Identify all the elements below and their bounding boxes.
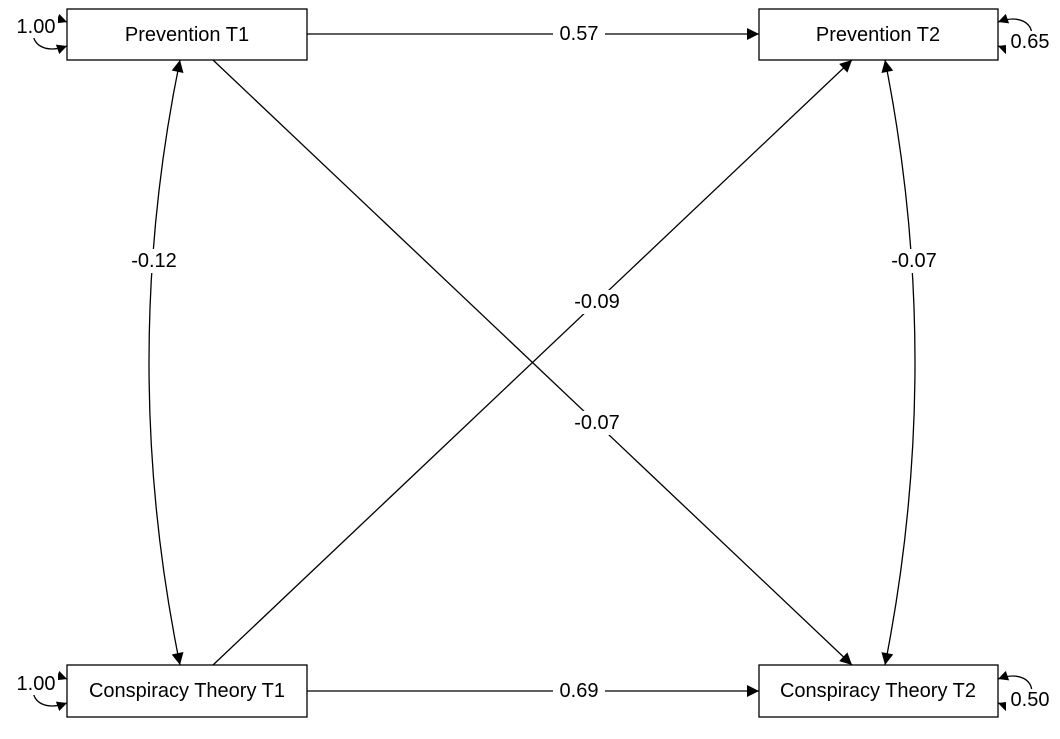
coefficient-prevention-t1-to-conspiracy-t2: -0.07	[574, 412, 620, 434]
coefficient-prevention-t1-to-t2: 0.57	[560, 23, 599, 45]
path-arrow-conspiracy-t1-to-prevention-t2	[212, 59, 853, 666]
node-conspiracy-t2: Conspiracy Theory T2	[758, 664, 999, 718]
node-label: Conspiracy Theory T1	[89, 680, 285, 702]
node-conspiracy-t1: Conspiracy Theory T1	[66, 664, 308, 718]
variance-label-conspiracy-t1: 1.00	[17, 673, 56, 695]
node-label: Prevention T2	[816, 24, 940, 46]
node-prevention-t1: Prevention T1	[66, 8, 308, 61]
variance-label-prevention-t1: 1.00	[17, 16, 56, 38]
variance-label-conspiracy-t2: 0.50	[1011, 689, 1050, 711]
variance-label-prevention-t2: 0.65	[1011, 31, 1050, 53]
covariance-arrow-t2	[881, 59, 916, 666]
coefficient-conspiracy-t1-to-t2: 0.69	[560, 680, 599, 702]
node-prevention-t2: Prevention T2	[758, 8, 999, 61]
node-label: Conspiracy Theory T2	[780, 680, 976, 702]
covariance-label-t1: -0.12	[131, 250, 177, 272]
covariance-label-t2: -0.07	[891, 250, 937, 272]
node-label: Prevention T1	[125, 24, 249, 46]
covariance-arrow-t1	[148, 59, 184, 666]
coefficient-conspiracy-t1-to-prevention-t2: -0.09	[574, 291, 620, 313]
